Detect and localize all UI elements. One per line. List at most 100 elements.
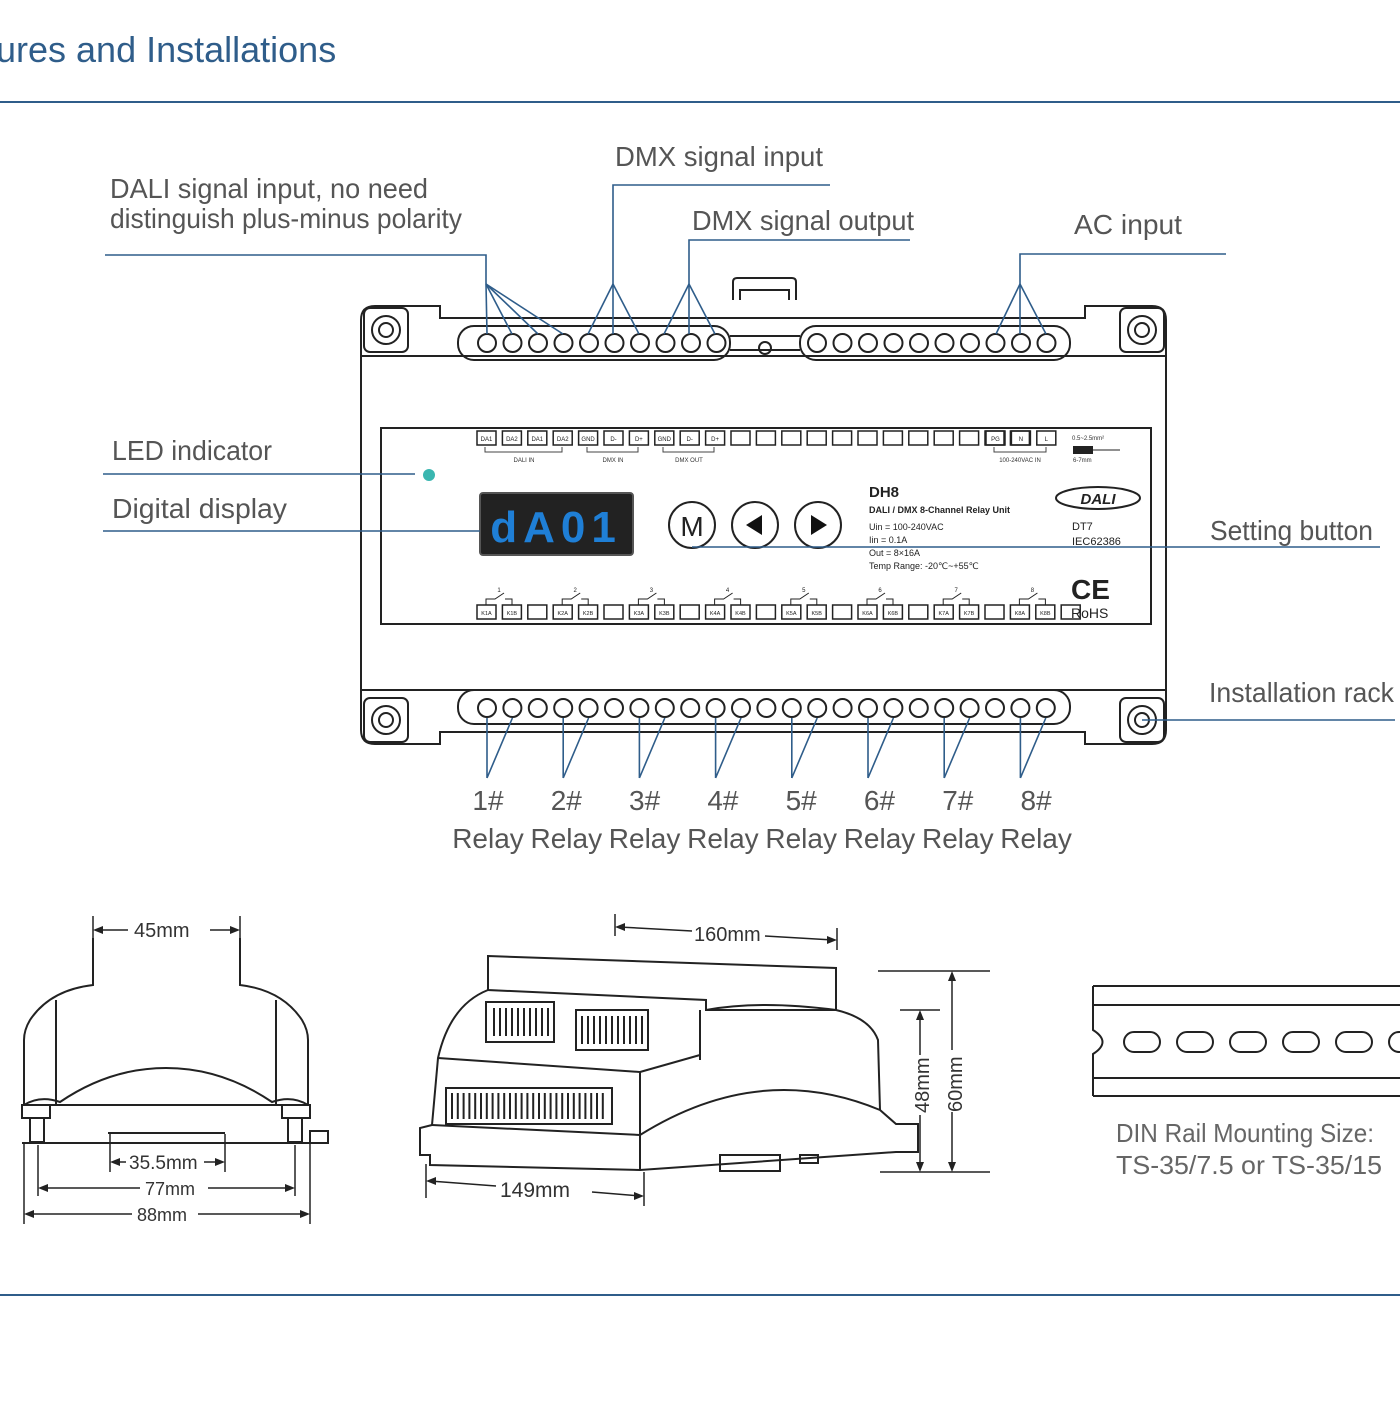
dim-160mm: 160mm [694, 924, 761, 946]
relay-word: Relay [765, 823, 837, 854]
perspective-dimension-lines [425, 914, 990, 1206]
callout-dmx-input: DMX signal input [615, 141, 823, 172]
din-rail-drawing [1092, 985, 1400, 1097]
terminal-label: DA2 [557, 437, 569, 443]
terminal-screw [705, 698, 726, 718]
terminal-box [933, 430, 954, 446]
left-button[interactable] [731, 501, 779, 549]
terminal-box [552, 430, 573, 446]
wire-spec: 0.5~2.5mm² [1072, 436, 1104, 442]
relay-number-mark: 7 [955, 588, 959, 594]
side-dimension-arrows [24, 926, 310, 1218]
callout-led-indicator: LED indicator [112, 435, 272, 466]
terminal-screw [1035, 698, 1056, 718]
terminal-box [577, 430, 599, 446]
mounting-screw-top-right [1119, 307, 1165, 353]
terminal-box [806, 430, 827, 446]
relay-word: Relay [531, 823, 603, 854]
terminal-screw [579, 333, 599, 353]
callout-digital-display: Digital display [112, 493, 287, 524]
relay-number: 1# [472, 785, 504, 816]
terminal-screw [807, 333, 827, 353]
dim-35-5mm: 35.5mm [129, 1153, 198, 1174]
top-terminal-screws [477, 333, 1057, 353]
mode-button-label: M [680, 511, 703, 542]
spec-iin: Iin = 0.1A [869, 535, 907, 545]
din-rail-slot [1123, 1031, 1161, 1053]
mounting-screw-top-left [363, 307, 409, 353]
bottom-terminal-screws [477, 698, 1056, 718]
terminal-screw [959, 698, 980, 718]
terminal-screw [985, 333, 1006, 353]
terminal-box [781, 430, 802, 446]
relay-word: Relay [844, 823, 916, 854]
terminal-screw [985, 698, 1005, 718]
relay-number: 7# [942, 785, 974, 816]
bottom-terminal-strip [457, 689, 1071, 725]
terminal-screw [527, 698, 548, 718]
terminal-screw [528, 333, 548, 353]
right-button[interactable] [794, 501, 842, 549]
wire-strip-icon [1073, 446, 1093, 454]
terminal-label: K2A [557, 611, 568, 617]
terminal-screw [502, 333, 523, 353]
dim-60mm: 60mm [945, 1056, 967, 1112]
mode-button[interactable]: M [668, 501, 716, 549]
side-view-drawing [21, 938, 329, 1144]
relay-labels: 1#Relay2#Relay3#Relay4#Relay5#Relay6#Rel… [452, 785, 1072, 854]
strip-length: 6-7mm [1073, 458, 1092, 464]
terminal-screw [908, 698, 929, 718]
terminal-box [654, 430, 675, 446]
terminal-screw [681, 333, 701, 353]
terminal-label: K5B [811, 611, 822, 617]
terminal-screw [934, 333, 955, 353]
terminal-box [831, 604, 853, 620]
dim-149mm: 149mm [500, 1179, 570, 1202]
terminal-label: K5A [786, 611, 797, 617]
perspective-dimension-arrows [426, 923, 956, 1200]
terminal-label: K3B [659, 611, 670, 617]
svg-text:DALI: DALI [1081, 491, 1117, 508]
group-ac-in: 100-240VAC IN [999, 458, 1041, 464]
dt7-label: DT7 [1072, 521, 1093, 533]
din-rail-slot [1229, 1031, 1267, 1053]
terminal-screw [1036, 333, 1057, 353]
terminal-box [527, 430, 548, 446]
relay-leader [486, 717, 514, 779]
relay-leader [714, 717, 742, 779]
relay-word: Relay [922, 823, 994, 854]
terminal-screw [578, 698, 599, 718]
terminal-box [603, 430, 624, 446]
relay-word: Relay [1000, 823, 1072, 854]
terminal-label: GND [581, 437, 595, 443]
relay-switch-symbol [866, 592, 894, 605]
relay-word: Relay [609, 823, 681, 854]
terminal-label: K7B [964, 611, 975, 617]
terminal-screw [832, 333, 853, 353]
terminal-screw [883, 333, 904, 353]
terminal-label: K1B [507, 611, 518, 617]
terminal-label: K2B [583, 611, 594, 617]
relay-number: 6# [864, 785, 896, 816]
relay-leader [943, 717, 971, 779]
terminal-screw [654, 698, 675, 718]
iec-label: IEC62386 [1072, 536, 1121, 548]
relay-number: 3# [629, 785, 661, 816]
group-dmx-in: DMX IN [603, 458, 624, 464]
group-dali-in: DALI IN [513, 458, 534, 464]
spec-uin: Uin = 100-240VAC [869, 522, 944, 532]
terminal-label: D+ [635, 437, 643, 443]
terminal-label: L [1045, 437, 1049, 443]
terminal-label: K6A [862, 611, 873, 617]
callout-dali-line2: distinguish plus-minus polarity [110, 203, 462, 234]
relay-number: 8# [1021, 785, 1053, 816]
terminal-label: K3A [634, 611, 645, 617]
dali-logo: DALI [1055, 486, 1141, 510]
dim-48mm: 48mm [912, 1057, 934, 1113]
terminal-screw [477, 698, 497, 718]
din-rail-slot [1282, 1031, 1320, 1053]
relay-number-mark: 3 [650, 588, 654, 594]
